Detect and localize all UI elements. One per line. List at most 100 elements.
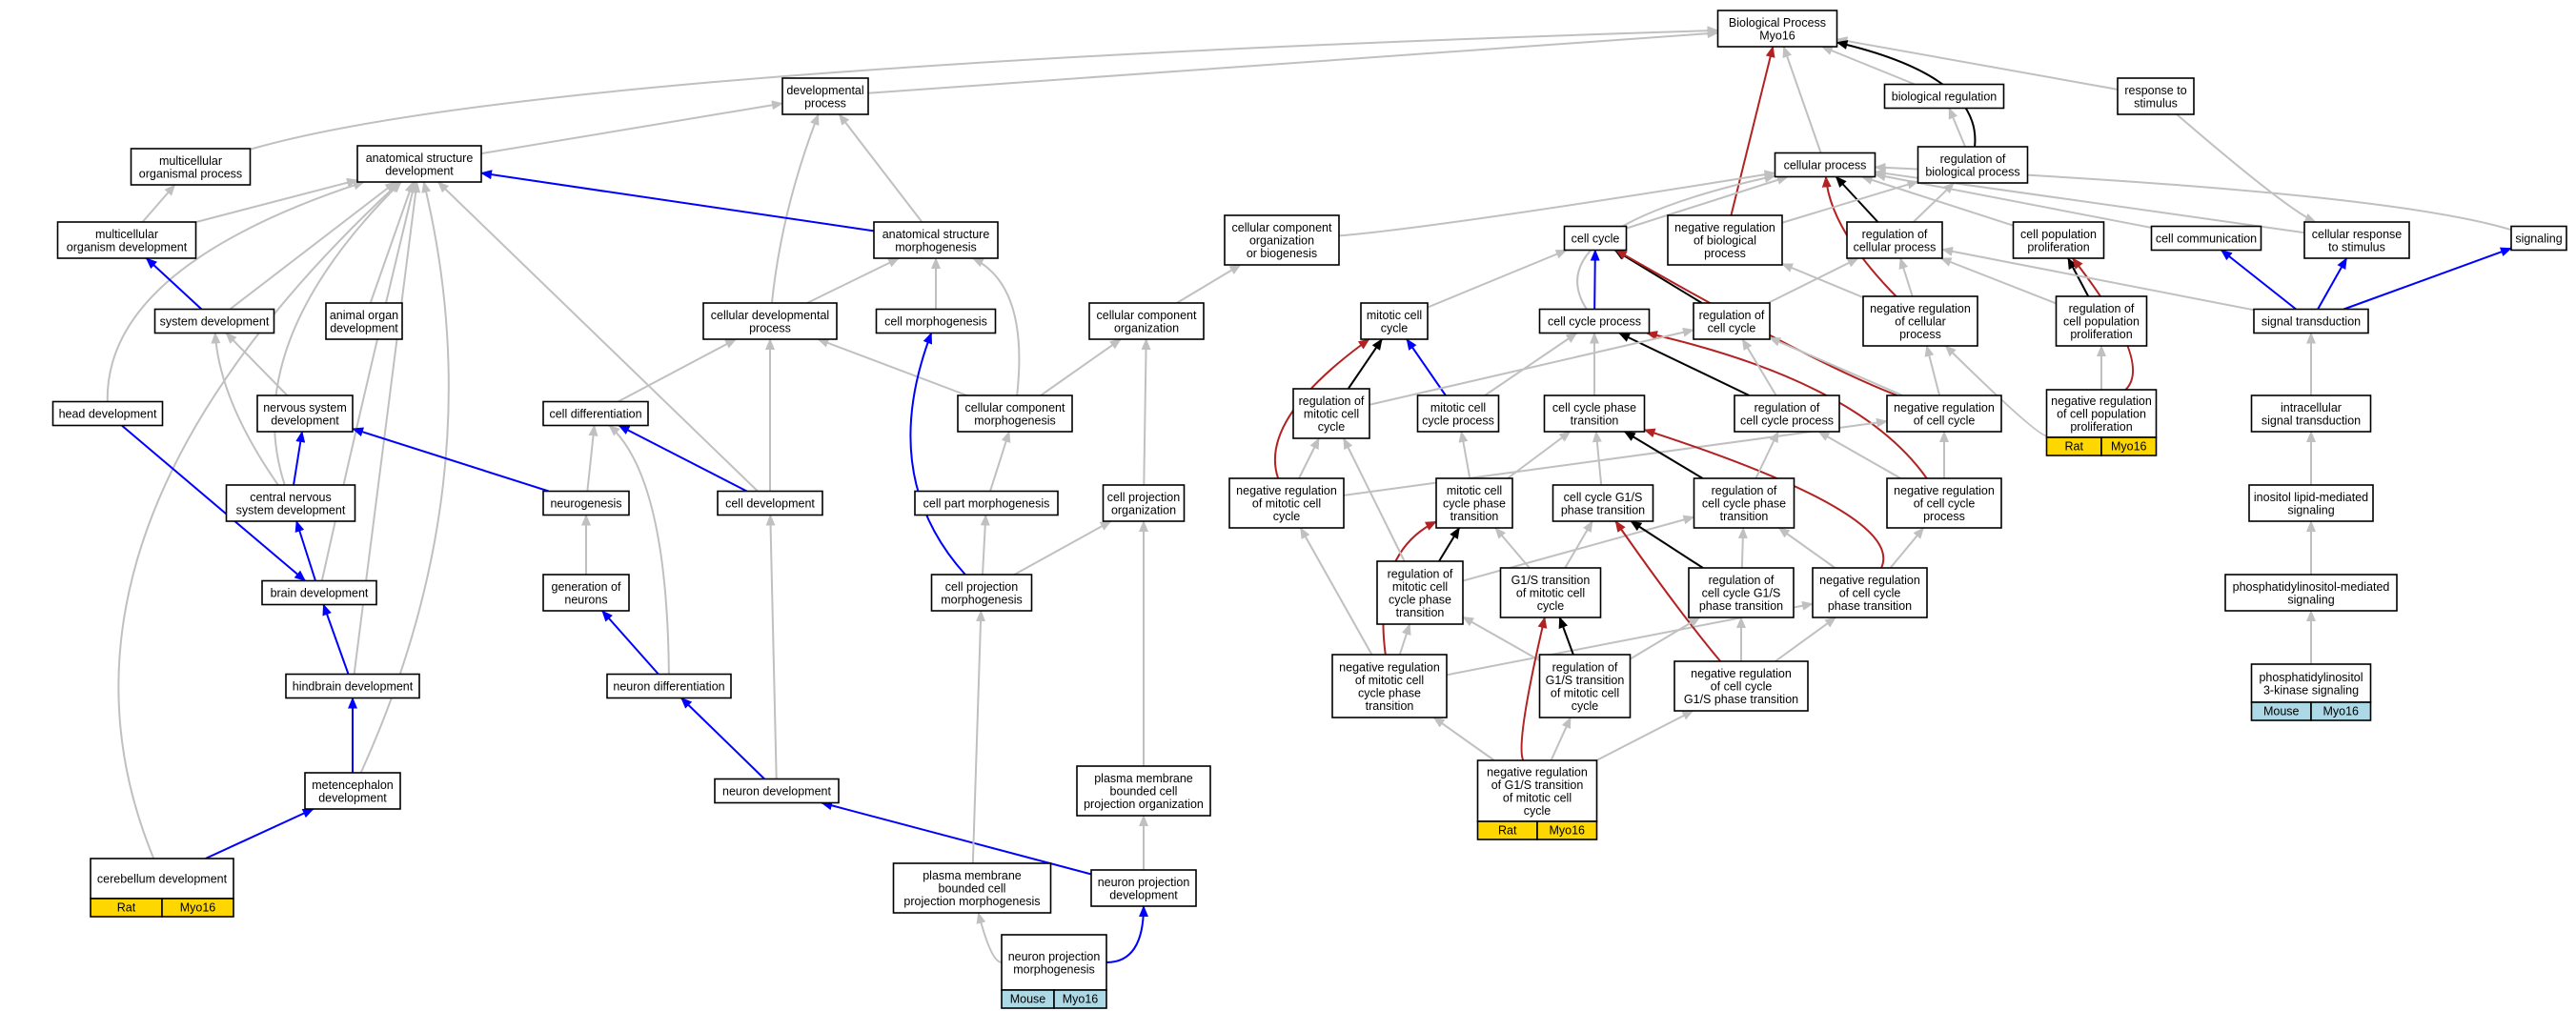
node-box — [2045, 389, 2158, 438]
go-term-node-cell-dev[interactable]: cell development — [717, 490, 823, 516]
go-term-node-brain-dev[interactable]: brain development — [261, 579, 377, 606]
go-term-node-signaling[interactable]: signaling — [2510, 225, 2567, 252]
node-label-line: of cell cycle — [1914, 414, 1976, 427]
node-label-line: projection morphogenesis — [903, 895, 1040, 908]
node-label-line: organization — [1111, 503, 1176, 516]
node-label-line: mitotic cell — [1304, 408, 1359, 421]
go-term-node-sys-dev[interactable]: system development — [153, 308, 275, 334]
go-term-node-cell-diff[interactable]: cell differentiation — [542, 400, 649, 427]
go-term-node-head-dev[interactable]: head development — [51, 400, 164, 427]
go-term-node-cell-comm[interactable]: cell communication — [2150, 225, 2262, 252]
node-label-line: process — [749, 321, 791, 334]
go-term-node-bio-reg[interactable]: biological regulation — [1883, 83, 2005, 110]
node-label-line: neurogenesis — [550, 497, 621, 511]
edge-cell_cycle-to-cell_proc — [1626, 175, 1789, 230]
go-term-node-cell-proc[interactable]: cellular process — [1774, 152, 1876, 178]
go-term-node-neur-dev[interactable]: neuron development — [714, 778, 840, 804]
edge-cpart_morph-to-cc_morph — [989, 431, 1011, 492]
node-label-line: regulation of — [1862, 228, 1928, 241]
node-box — [2303, 221, 2410, 259]
node-label-line: animal organ — [330, 309, 398, 322]
go-term-node-cell-cycle[interactable]: cell cycle — [1563, 225, 1628, 252]
go-term-node-sig-trans[interactable]: signal transduction — [2253, 308, 2369, 334]
go-term-node-hind-dev[interactable]: hindbrain development — [285, 673, 420, 699]
node-label-line: G1/S phase transition — [1684, 693, 1798, 706]
node-label-line: cycle phase — [1443, 497, 1506, 511]
go-term-node-cpart-morph[interactable]: cell part morphogenesis — [914, 490, 1059, 516]
edge-neur_proj_morph-to-pm_proj_morph — [976, 912, 1003, 963]
node-label-line: of biological — [1694, 234, 1756, 248]
edge-neurogen-to-cell_diff — [586, 424, 598, 492]
edge-neur_diff-to-cell_diff — [608, 424, 670, 675]
go-term-node-neur-diff[interactable]: neuron differentiation — [606, 673, 732, 699]
edge-neur_dev-to-neur_diff — [680, 697, 765, 780]
node-label-line: morphogenesis — [941, 593, 1022, 606]
node-label-line: transition — [1396, 606, 1445, 619]
go-term-node-cell-morph[interactable]: cell morphogenesis — [875, 308, 997, 334]
go-term-node-cc-proc[interactable]: cell cycle process — [1538, 308, 1651, 334]
node-box — [1812, 567, 1928, 618]
edge-neg_reg_g1s_mcc-to-reg_g1s_mcc — [1550, 717, 1572, 761]
node-label-line: cycle — [1381, 321, 1409, 334]
go-term-node-neurogen[interactable]: neurogenesis — [542, 490, 630, 516]
edge-neg_reg_cc-to-reg_cc — [1769, 336, 1903, 396]
edge-cell_dev-to-anat_dev — [436, 181, 759, 493]
edge-g1s_phase-to-cc_phase — [1592, 431, 1603, 486]
